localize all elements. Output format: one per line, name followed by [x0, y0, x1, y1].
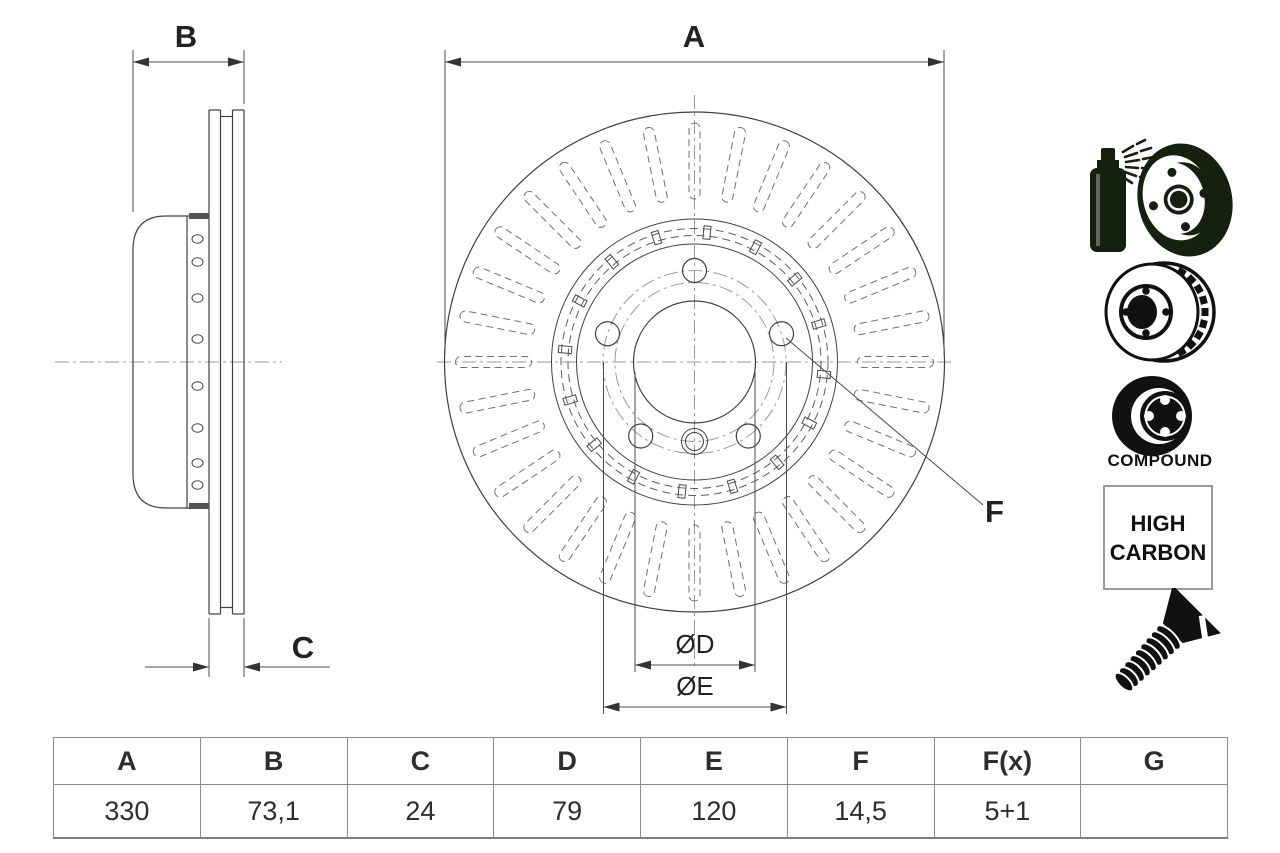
countersunk-screw-icon: [1113, 588, 1221, 693]
label-F: F: [985, 494, 1004, 529]
col-E: E: [640, 737, 788, 785]
dimension-D: ØD: [634, 372, 756, 672]
value-B: 73,1: [199, 784, 348, 839]
col-D: D: [493, 737, 641, 785]
col-Fx: F(x): [933, 737, 1082, 785]
label-OD: ØD: [676, 629, 715, 659]
value-F: 14,5: [786, 784, 935, 839]
value-D: 79: [493, 784, 641, 839]
brake-disc-drawing: A B C ØD: [55, 19, 1004, 714]
hat-holes: [191, 234, 204, 490]
dimension-A: A: [444, 19, 945, 354]
value-Fx: 5+1: [933, 784, 1082, 839]
dimension-table: A B C D E F F(x) G 330 73,1 24 79 120 14…: [53, 737, 1228, 839]
col-G: G: [1080, 737, 1228, 785]
dimension-E: ØE: [603, 362, 787, 714]
label-OE: ØE: [676, 671, 714, 701]
dimension-C: C: [145, 618, 330, 677]
value-E: 120: [640, 784, 788, 839]
value-G: [1080, 784, 1228, 839]
front-view: [437, 95, 955, 670]
dimension-B: B: [132, 19, 245, 212]
label-A: A: [683, 19, 705, 54]
col-F: F: [786, 737, 935, 785]
set-screw-hole: [681, 428, 708, 455]
high-carbon-badge: HIGH CARBON: [1103, 485, 1213, 590]
high-carbon-line2: CARBON: [1109, 539, 1207, 565]
compound-label: COMPOUND: [1107, 451, 1213, 470]
label-C: C: [292, 630, 314, 665]
compound-disc-icon: [1112, 376, 1192, 456]
col-A: A: [53, 737, 201, 785]
label-B: B: [175, 19, 197, 54]
coated-disc-spray-icon: [1090, 138, 1233, 257]
side-view: [55, 109, 282, 615]
col-C: C: [346, 737, 495, 785]
vent-slots: [455, 122, 934, 602]
col-B: B: [199, 737, 348, 785]
vented-disc-icon: [1104, 261, 1216, 363]
value-A: 330: [53, 784, 201, 839]
bolt-holes: [594, 257, 795, 449]
value-C: 24: [346, 784, 495, 839]
callout-F: F: [785, 337, 1004, 529]
high-carbon-line1: HIGH: [1130, 510, 1186, 536]
table-value-row: 330 73,1 24 79 120 14,5 5+1: [53, 784, 1228, 839]
table-header-row: A B C D E F F(x) G: [53, 737, 1228, 785]
